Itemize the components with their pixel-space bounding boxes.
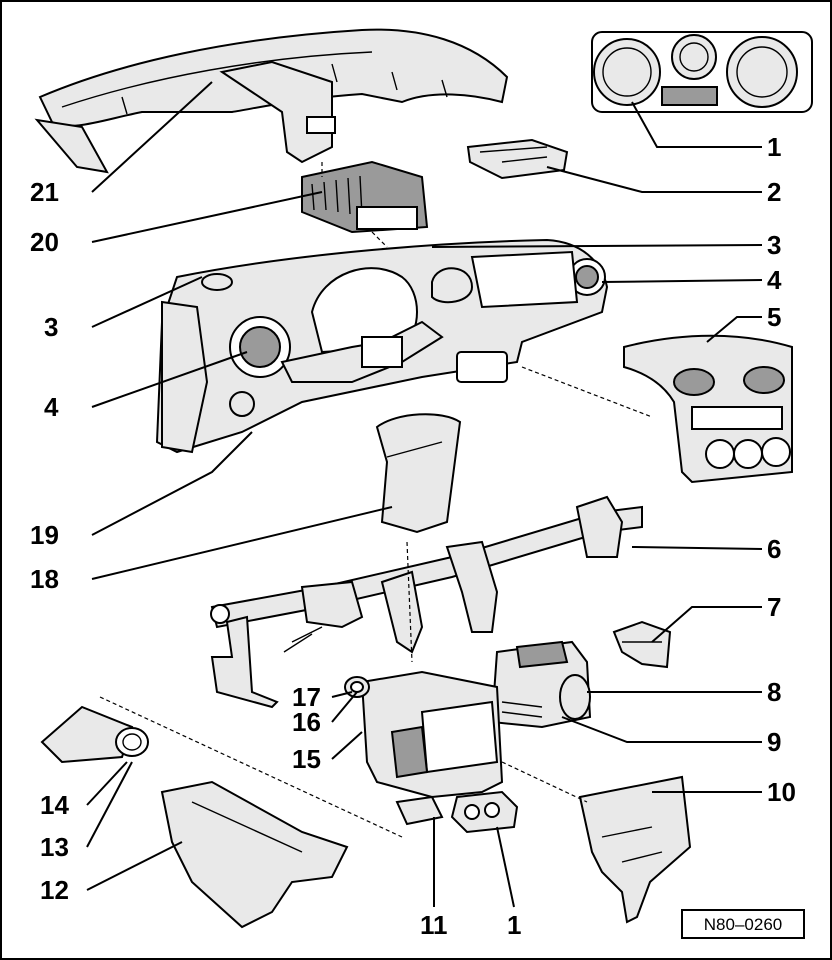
callout-7: 7 bbox=[767, 592, 781, 622]
callout-10: 10 bbox=[767, 777, 796, 807]
callout-4-right: 4 bbox=[767, 265, 782, 295]
callout-3-right: 3 bbox=[767, 230, 781, 260]
part-1-lower-module bbox=[450, 790, 519, 834]
callout-9: 9 bbox=[767, 727, 781, 757]
part-5-center-console-trim bbox=[623, 334, 793, 484]
callout-2: 2 bbox=[767, 177, 781, 207]
part-6-cross-car-beam bbox=[210, 495, 643, 709]
part-7-bracket bbox=[612, 620, 672, 669]
callout-4-left: 4 bbox=[44, 392, 59, 422]
callout-8: 8 bbox=[767, 677, 781, 707]
assembly-line-b bbox=[406, 541, 413, 663]
callout-18: 18 bbox=[30, 564, 59, 594]
part-12-footwell-duct bbox=[160, 780, 349, 929]
part-2-module bbox=[466, 138, 569, 180]
reference-code: N80–0260 bbox=[704, 915, 782, 934]
callout-16: 16 bbox=[292, 707, 321, 737]
callout-21: 21 bbox=[30, 177, 59, 207]
callout-19: 19 bbox=[30, 520, 59, 550]
callout-11: 11 bbox=[420, 910, 448, 940]
callout-5: 5 bbox=[767, 302, 781, 332]
assembly-line-e bbox=[321, 162, 388, 248]
part-20-center-vent bbox=[301, 160, 429, 234]
dashboard-main-body bbox=[155, 238, 609, 454]
part-21-dash-top-panel bbox=[34, 28, 509, 174]
part-10-lower-duct bbox=[578, 775, 692, 924]
callout-3-left: 3 bbox=[44, 312, 58, 342]
callout-15: 15 bbox=[292, 744, 321, 774]
leader-lines bbox=[86, 81, 763, 908]
part-18-air-duct bbox=[375, 413, 462, 534]
assembly-line-d bbox=[501, 761, 588, 803]
callout-1-top: 1 bbox=[767, 132, 781, 162]
callout-13: 13 bbox=[40, 832, 69, 862]
part-15-heater-housing bbox=[344, 670, 504, 826]
callout-20: 20 bbox=[30, 227, 59, 257]
part-1-control-panel bbox=[591, 31, 813, 113]
callout-6: 6 bbox=[767, 534, 781, 564]
part-13-vent-ring bbox=[115, 727, 149, 757]
callout-17: 17 bbox=[292, 682, 321, 712]
callout-12: 12 bbox=[40, 875, 69, 905]
callout-14: 14 bbox=[40, 790, 69, 820]
callout-1-bottom: 1 bbox=[507, 910, 521, 940]
reference-code-box bbox=[681, 909, 805, 939]
part-8-9-blower-housing bbox=[490, 640, 592, 729]
assembly-line-c bbox=[521, 366, 653, 418]
